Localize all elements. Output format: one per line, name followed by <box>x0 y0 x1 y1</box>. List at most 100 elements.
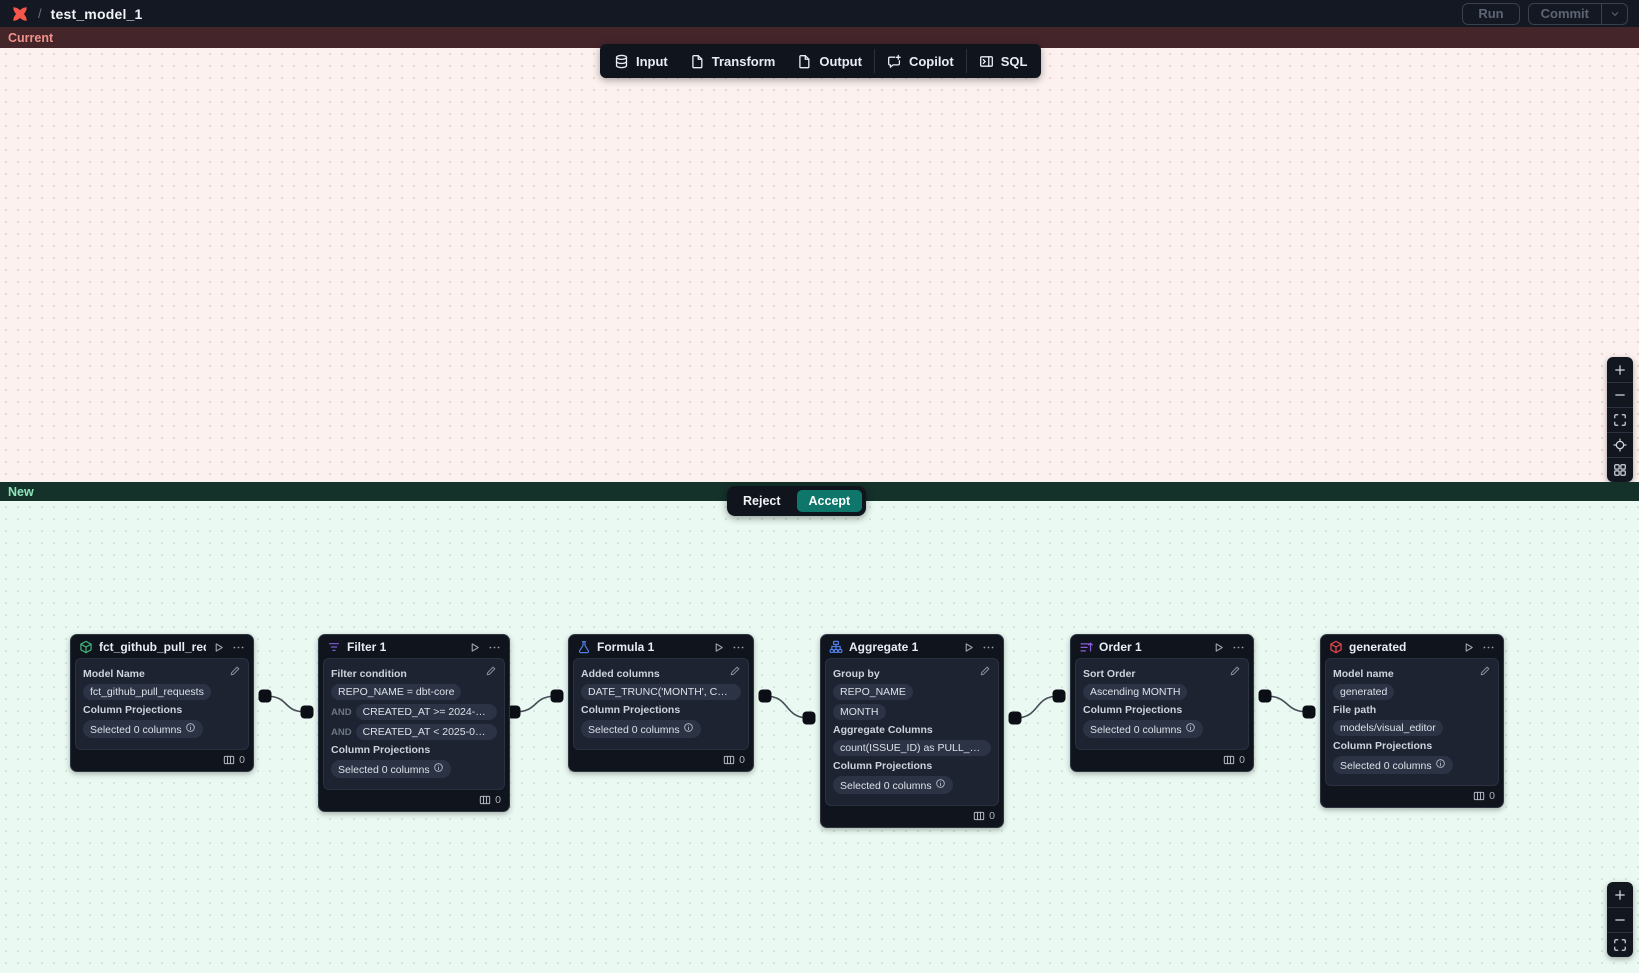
more-options-icon <box>488 641 501 654</box>
toolbar-button-output[interactable]: Output <box>786 48 873 75</box>
value-pill[interactable]: Selected 0 columns <box>1083 720 1203 738</box>
canvas-current[interactable] <box>0 48 1639 482</box>
aggregate-icon <box>829 640 843 654</box>
columns-icon <box>479 794 491 806</box>
port-dot[interactable] <box>300 705 314 719</box>
section-label: Added columns <box>581 668 660 680</box>
port-dot[interactable] <box>1302 705 1316 719</box>
edit-node-button[interactable] <box>1229 665 1241 677</box>
run-node-button[interactable] <box>468 641 481 654</box>
pencil-icon <box>979 665 991 677</box>
run-node-button[interactable] <box>1462 641 1475 654</box>
info-icon[interactable] <box>932 778 946 789</box>
control-locate-button[interactable] <box>1607 432 1633 457</box>
port-dot[interactable] <box>1258 689 1272 703</box>
play-icon <box>1212 641 1225 654</box>
value-pill[interactable]: Selected 0 columns <box>331 760 451 778</box>
value-pill[interactable]: CREATED_AT >= 2024-12-01 <box>355 704 497 720</box>
section-label: Model Name <box>83 668 145 680</box>
control-minimap-button[interactable] <box>1607 457 1633 482</box>
value-pill[interactable]: generated <box>1333 684 1395 700</box>
run-node-button[interactable] <box>1212 641 1225 654</box>
node-menu-button[interactable] <box>1482 641 1495 654</box>
zoom-in-icon <box>1613 888 1627 902</box>
value-pill[interactable]: Selected 0 columns <box>83 720 203 738</box>
info-icon[interactable] <box>680 722 694 733</box>
edit-node-button[interactable] <box>485 665 497 677</box>
value-pill[interactable]: count(ISSUE_ID) as PULL_REQUEST_… <box>833 740 991 756</box>
value-pill[interactable]: Selected 0 columns <box>833 776 953 794</box>
info-icon[interactable] <box>182 722 196 733</box>
control-zoom-out-button[interactable] <box>1607 382 1633 407</box>
control-zoom-out-button[interactable] <box>1607 907 1633 932</box>
value-pill[interactable]: Ascending MONTH <box>1083 684 1188 700</box>
toolbar-button-transform[interactable]: Transform <box>679 48 787 75</box>
accept-button[interactable]: Accept <box>796 490 863 512</box>
edit-node-button[interactable] <box>1479 665 1491 677</box>
port-dot[interactable] <box>1052 689 1066 703</box>
edit-node-button[interactable] <box>229 665 241 677</box>
value-pill[interactable]: MONTH <box>833 704 886 720</box>
value-pill[interactable]: fct_github_pull_requests <box>83 684 211 700</box>
top-bar: / test_model_1 Run Commit <box>0 0 1639 27</box>
toolbar-button-copilot[interactable]: Copilot <box>876 48 965 75</box>
node-menu-button[interactable] <box>732 641 745 654</box>
run-button[interactable]: Run <box>1462 2 1520 25</box>
value-pill[interactable]: CREATED_AT < 2025-03-01 <box>355 724 497 740</box>
toolbar-button-label: Copilot <box>908 53 954 69</box>
pencil-icon <box>485 665 497 677</box>
copilot-icon <box>887 54 902 69</box>
port-dot[interactable] <box>758 689 772 703</box>
edit-node-button[interactable] <box>729 665 741 677</box>
zoom-out-icon <box>1613 913 1627 927</box>
port-dot[interactable] <box>258 689 272 703</box>
commit-dropdown-button[interactable] <box>1601 3 1627 24</box>
port-dot[interactable] <box>550 689 564 703</box>
port-dot[interactable] <box>802 711 816 725</box>
value-pill[interactable]: REPO_NAME <box>833 684 913 700</box>
node-card[interactable]: fct_github_pull_requestsModel Namefct_gi… <box>70 634 254 772</box>
value-pill[interactable]: REPO_NAME = dbt-core <box>331 684 462 700</box>
control-fit-view-button[interactable] <box>1607 407 1633 432</box>
node-menu-button[interactable] <box>232 641 245 654</box>
info-icon[interactable] <box>1432 758 1446 769</box>
value-pill-text: Selected 0 columns <box>840 780 932 792</box>
package-icon <box>79 640 93 654</box>
value-pill-text: models/visual_editor <box>1340 722 1436 734</box>
more-options-icon <box>232 641 245 654</box>
toolbar-button-input[interactable]: Input <box>603 48 679 75</box>
port-dot[interactable] <box>507 705 521 719</box>
zoom-controls-new <box>1607 882 1633 957</box>
control-zoom-in-button[interactable] <box>1607 882 1633 907</box>
edit-node-button[interactable] <box>979 665 991 677</box>
value-pill[interactable]: models/visual_editor <box>1333 720 1443 736</box>
run-node-button[interactable] <box>962 641 975 654</box>
run-node-button[interactable] <box>212 641 225 654</box>
pencil-icon <box>1229 665 1241 677</box>
node-menu-button[interactable] <box>1232 641 1245 654</box>
value-pill[interactable]: DATE_TRUNC('MONTH', CREATED_AT… <box>581 684 741 700</box>
columns-icon <box>1223 754 1235 766</box>
node-menu-button[interactable] <box>488 641 501 654</box>
toolbar-button-sql[interactable]: SQL <box>968 48 1039 75</box>
toolbar-separator <box>965 49 967 73</box>
control-zoom-in-button[interactable] <box>1607 357 1633 382</box>
value-pill[interactable]: Selected 0 columns <box>581 720 701 738</box>
info-icon[interactable] <box>430 762 444 773</box>
value-pill[interactable]: Selected 0 columns <box>1333 756 1453 774</box>
file-icon <box>797 54 812 69</box>
port-dot[interactable] <box>1008 711 1022 725</box>
row-count: 0 <box>1489 790 1495 802</box>
node-menu-button[interactable] <box>982 641 995 654</box>
reject-button[interactable]: Reject <box>731 490 793 512</box>
info-icon[interactable] <box>1182 722 1196 733</box>
run-node-button[interactable] <box>712 641 725 654</box>
control-fit-view-button[interactable] <box>1607 932 1633 957</box>
commit-button[interactable]: Commit <box>1529 4 1601 24</box>
pencil-icon <box>729 665 741 677</box>
